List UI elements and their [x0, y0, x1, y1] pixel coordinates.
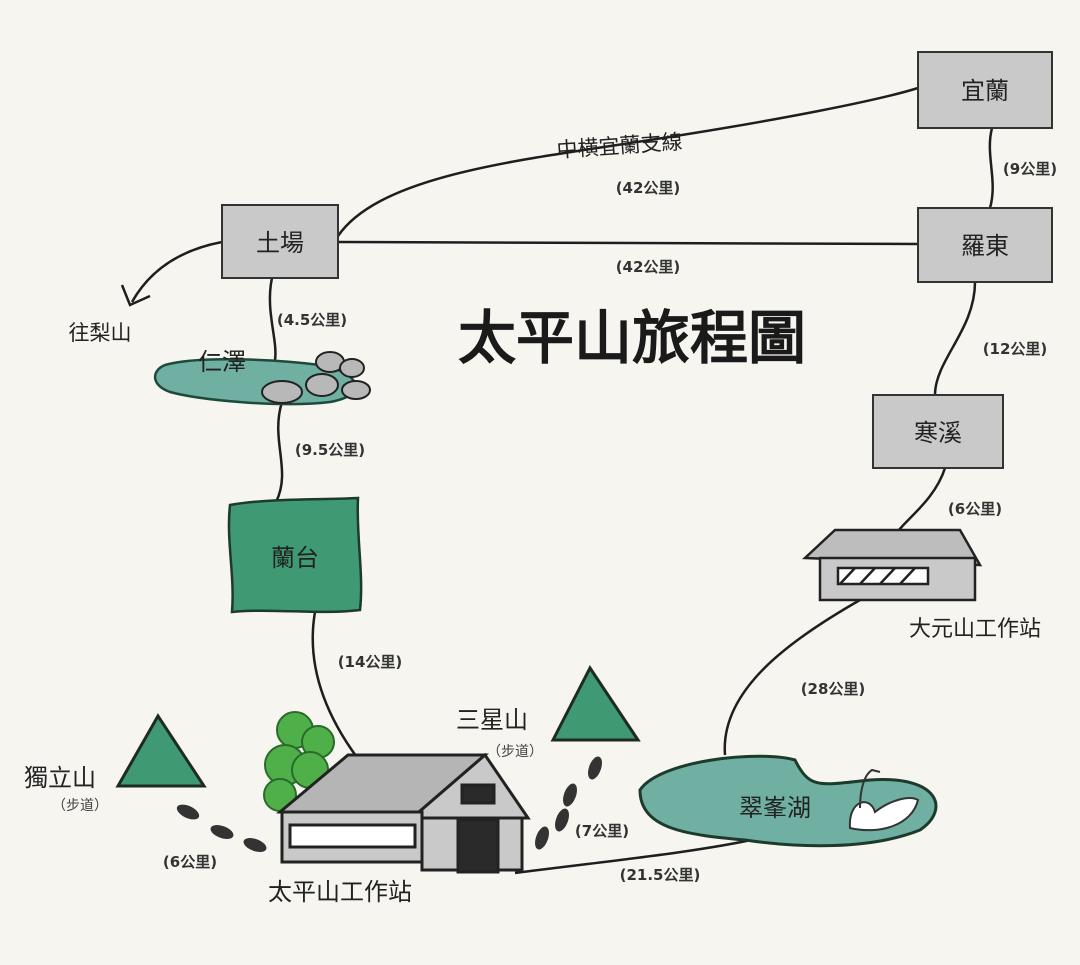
- dist-tuchang-luodong: (42公里): [616, 258, 681, 276]
- route-cross-island-branch: [336, 86, 919, 237]
- footprints-icon: [176, 756, 602, 852]
- sanxingshan-trail-note: （步道）: [487, 744, 543, 760]
- place-hanxi: 寒溪: [914, 419, 962, 447]
- dist-cross-island-branch: (42公里): [616, 179, 681, 197]
- dist-duli-trail: (6公里): [163, 853, 217, 871]
- place-renze: 仁澤: [198, 348, 246, 376]
- place-yilan: 宜蘭: [961, 77, 1009, 105]
- dist-hanxi-dayuan: (6公里): [948, 500, 1002, 518]
- dist-renze-lantai: (9.5公里): [295, 441, 365, 459]
- dulishan-mountain-icon: [115, 713, 207, 788]
- sanxingshan-mountain-icon: [550, 665, 641, 742]
- map-title: 太平山旅程圖: [458, 304, 806, 372]
- place-taipingshan-station: 太平山工作站: [268, 878, 412, 906]
- box-luodong: [917, 207, 1053, 283]
- dist-dayuan-cuifeng: (28公里): [801, 680, 866, 698]
- route-taiping-cuifeng: [514, 836, 761, 875]
- place-lantai: 蘭台: [271, 544, 319, 572]
- lantai-forest: [227, 496, 363, 614]
- box-yilan: [917, 51, 1053, 129]
- place-to-lishan: 往梨山: [69, 321, 132, 345]
- dayuanshan-station-building: [801, 528, 983, 602]
- dist-tuchang-renze: (4.5公里): [277, 311, 347, 329]
- renze-lake: [153, 358, 357, 406]
- box-tuchang: [221, 204, 339, 279]
- dist-lantai-taiping: (14公里): [338, 653, 403, 671]
- route-dayuan-cuifeng: [723, 598, 861, 756]
- place-luodong: 羅東: [961, 232, 1009, 260]
- dist-sanxing-trail: (7公里): [575, 822, 629, 840]
- place-dayuanshan: 大元山工作站: [909, 617, 1041, 642]
- taipingshan-station-building: [276, 752, 531, 874]
- swan-icon: [848, 768, 920, 832]
- route-luodong-hanxi: [933, 281, 977, 396]
- dist-yilan-luodong: (9公里): [1003, 160, 1057, 178]
- box-hanxi: [872, 394, 1004, 469]
- route-to-lishan: [130, 240, 223, 303]
- routes: [120, 86, 994, 875]
- place-tuchang: 土場: [256, 229, 304, 257]
- route-renze-lantai: [274, 401, 284, 503]
- place-sanxingshan: 三星山: [456, 706, 528, 734]
- route-lantai-taiping: [311, 611, 358, 757]
- place-cuifeng-lake: 翠峯湖: [739, 794, 811, 822]
- dist-luodong-hanxi: (12公里): [983, 340, 1048, 358]
- route-tuchang-luodong: [337, 240, 919, 246]
- arrow-head-icon: [120, 284, 151, 307]
- rocks-icon: [261, 351, 371, 404]
- place-dulishan: 獨立山: [24, 764, 96, 792]
- dist-taiping-cuifeng: (21.5公里): [620, 866, 701, 884]
- route-tuchang-renze: [268, 277, 277, 361]
- route-yilan-luodong: [988, 127, 994, 209]
- dulishan-trail-note: （步道）: [52, 798, 108, 814]
